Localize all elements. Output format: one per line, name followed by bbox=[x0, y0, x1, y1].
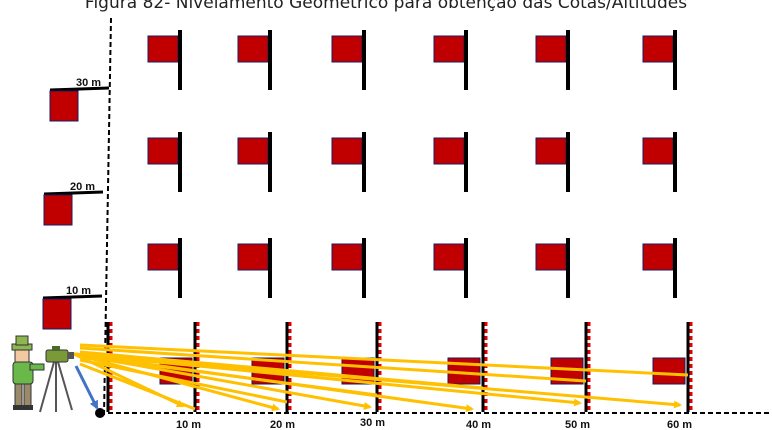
sight-lines bbox=[73, 343, 689, 413]
vertical-sight-arrow bbox=[74, 365, 99, 410]
flag-marker bbox=[642, 30, 677, 90]
x-label-40: 40 m bbox=[466, 419, 491, 430]
flag-marker bbox=[642, 238, 677, 298]
sight-arrow bbox=[73, 352, 372, 410]
x-label-30: 30 m bbox=[360, 417, 385, 429]
y-label-20: 20 m bbox=[70, 181, 95, 193]
flag-marker bbox=[237, 30, 272, 90]
sight-line bbox=[79, 350, 484, 390]
tripod-icon bbox=[39, 361, 73, 413]
flag-marker bbox=[331, 238, 366, 298]
sight-arrow bbox=[73, 352, 280, 412]
x-label-50: 50 m bbox=[565, 419, 590, 430]
x-label-20: 20 m bbox=[270, 419, 295, 430]
y-label-10: 10 m bbox=[66, 285, 91, 297]
flag-marker bbox=[147, 238, 182, 298]
sight-arrow bbox=[73, 352, 582, 407]
leveling-staff bbox=[447, 322, 488, 412]
sight-line bbox=[79, 346, 587, 383]
surveyor-icon bbox=[11, 335, 45, 410]
flag-marker bbox=[433, 30, 468, 90]
flag-marker bbox=[433, 132, 468, 192]
leveling-staff bbox=[550, 322, 591, 412]
x-label-10: 10 m bbox=[176, 419, 201, 430]
sight-line bbox=[79, 343, 689, 377]
flag-marker bbox=[433, 238, 468, 298]
sight-line bbox=[79, 358, 288, 404]
y-marker-30: 30 m bbox=[49, 77, 110, 122]
x-axis-labels: 10 m 20 m 30 m 40 m 50 m 60 m bbox=[176, 417, 692, 430]
origin-point bbox=[95, 408, 105, 418]
flag-marker bbox=[147, 132, 182, 192]
flag-grid bbox=[147, 30, 677, 298]
flag-marker bbox=[535, 132, 570, 192]
flag-marker bbox=[331, 132, 366, 192]
sight-arrow bbox=[73, 352, 185, 408]
flag-marker bbox=[147, 30, 182, 90]
y-marker-10: 10 m bbox=[42, 285, 103, 330]
y-marker-20: 20 m bbox=[43, 181, 104, 226]
flag-marker bbox=[237, 132, 272, 192]
level-instrument-icon bbox=[45, 346, 74, 363]
leveling-staff bbox=[652, 322, 693, 412]
y-label-30: 30 m bbox=[76, 77, 101, 89]
x-label-60: 60 m bbox=[667, 419, 692, 430]
flag-marker bbox=[237, 238, 272, 298]
flag-marker bbox=[535, 238, 570, 298]
flag-marker bbox=[642, 132, 677, 192]
figure-caption: Figura 82- Nivelamento Geométrico para o… bbox=[84, 0, 688, 13]
flag-marker bbox=[331, 30, 366, 90]
y-axis-markers: 30 m 20 m 10 m bbox=[42, 77, 110, 330]
flag-marker bbox=[535, 30, 570, 90]
